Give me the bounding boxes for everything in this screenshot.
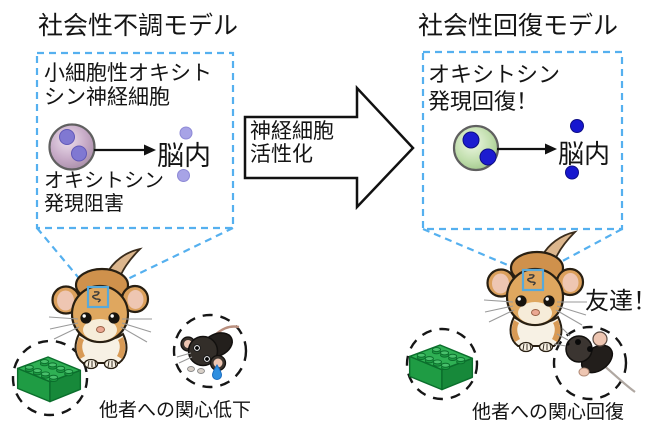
oxytocin-dot [570,119,584,133]
right-caption: 他者への関心回復 [472,402,625,423]
lego-brick-icon-right [408,344,474,391]
left-oxytocin-neuron-cell [48,123,96,171]
tear-drop-icon [211,364,223,380]
transition-arrow-label: 神経細胞 活性化 [250,120,334,166]
right-callout-box [421,50,624,231]
right-oxytocin-neuron-cell [452,124,500,172]
right-recovery-label: オキシトシン 発現回復！ [428,61,560,115]
transition-block-arrow [243,84,415,211]
left-neuron-label: 小細胞性オキシト シン神経細胞 [44,62,212,109]
stranger-mouse-left [176,325,240,380]
left-neuron-label-line1: 小細胞性オキシト [44,62,212,85]
oxytocin-dot [177,169,190,182]
right-recovery-line1: オキシトシン [428,62,561,87]
left-release-arrow [94,144,156,156]
left-brain-label: 脳内 [157,141,211,171]
model-mouse-right [482,230,589,353]
friend-label: 友達！ [585,288,657,315]
right-brain-label: 脳内 [558,139,611,169]
model-mouse-left [47,247,154,370]
right-recovery-line2: 発現回復！ [428,89,539,114]
interest-target-circles [11,313,628,417]
right-release-arrow [497,143,557,155]
left-neuron-label-line2: シン神経細胞 [44,85,170,109]
left-callout-box [35,51,235,230]
transition-label-line2: 活性化 [250,143,313,166]
left-suppression-label: オキシトシン 発現阻害 [44,170,164,215]
left-caption: 他者への関心低下 [99,400,252,421]
left-panel-title: 社会性不調モデル [38,12,239,40]
stranger-mouse-right [553,327,636,393]
oxytocin-dot [179,126,193,140]
left-suppression-line2: 発現阻害 [44,192,124,215]
lego-brick-icon-left [16,356,82,403]
transition-label-line1: 神経細胞 [250,120,334,143]
left-suppression-line1: オキシトシン [44,170,164,192]
oxytocin-dot [565,165,579,180]
right-panel-title: 社会性回復モデル [418,12,619,40]
